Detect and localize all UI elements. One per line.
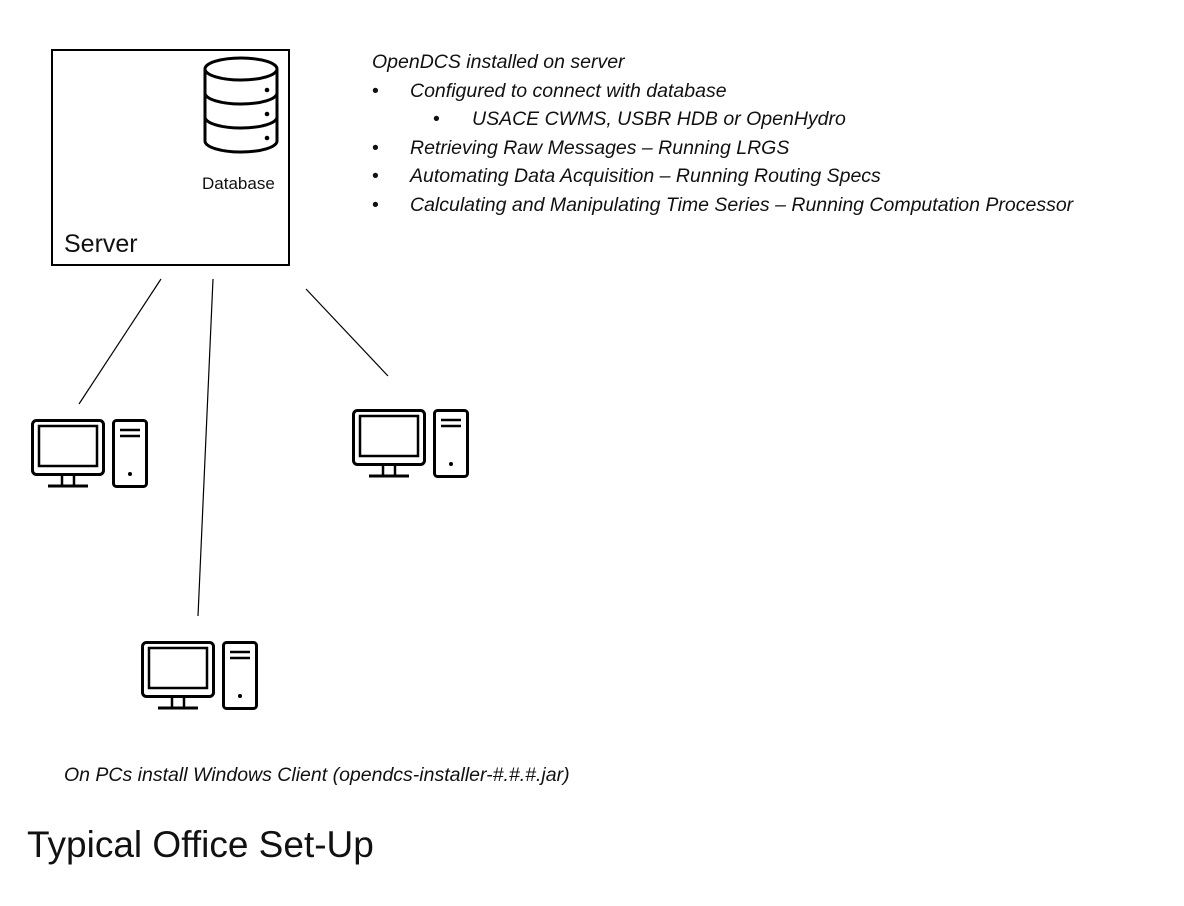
list-item-text: USACE CWMS, USBR HDB or OpenHydro bbox=[472, 108, 846, 131]
client-install-note: On PCs install Windows Client (opendcs-i… bbox=[64, 764, 570, 786]
server-notes: OpenDCS installed on server • Configured… bbox=[372, 48, 1073, 220]
list-item: • USACE CWMS, USBR HDB or OpenHydro bbox=[372, 105, 1073, 134]
server-label: Server bbox=[64, 230, 138, 258]
list-item-text: Automating Data Acquisition – Running Ro… bbox=[410, 165, 881, 188]
page-title: Typical Office Set-Up bbox=[27, 824, 374, 865]
bullet: • bbox=[372, 193, 379, 216]
connector-line-bottom bbox=[197, 278, 214, 617]
notes-heading: OpenDCS installed on server bbox=[372, 51, 625, 73]
list-item-text: Retrieving Raw Messages – Running LRGS bbox=[410, 136, 790, 159]
list-item-text: Configured to connect with database bbox=[410, 79, 727, 102]
list-item: • Retrieving Raw Messages – Running LRGS bbox=[372, 134, 1073, 163]
desktop-computer-icon bbox=[141, 641, 258, 710]
server-box bbox=[51, 49, 290, 266]
bullet: • bbox=[372, 136, 379, 159]
connector-line-left bbox=[78, 278, 162, 405]
desktop-computer-icon bbox=[31, 419, 148, 488]
desktop-computer-icon bbox=[352, 409, 469, 478]
list-item-text: Calculating and Manipulating Time Series… bbox=[410, 193, 1074, 216]
bullet: • bbox=[433, 108, 440, 131]
notes-list: • Configured to connect with database • … bbox=[372, 77, 1073, 220]
connector-line-right bbox=[305, 288, 389, 377]
database-label: Database bbox=[202, 174, 275, 193]
bullet: • bbox=[372, 165, 379, 188]
list-item: • Automating Data Acquisition – Running … bbox=[372, 162, 1073, 191]
bullet: • bbox=[372, 79, 379, 102]
list-item: • Configured to connect with database bbox=[372, 77, 1073, 106]
list-item: • Calculating and Manipulating Time Seri… bbox=[372, 191, 1073, 220]
database-icon bbox=[203, 56, 279, 154]
